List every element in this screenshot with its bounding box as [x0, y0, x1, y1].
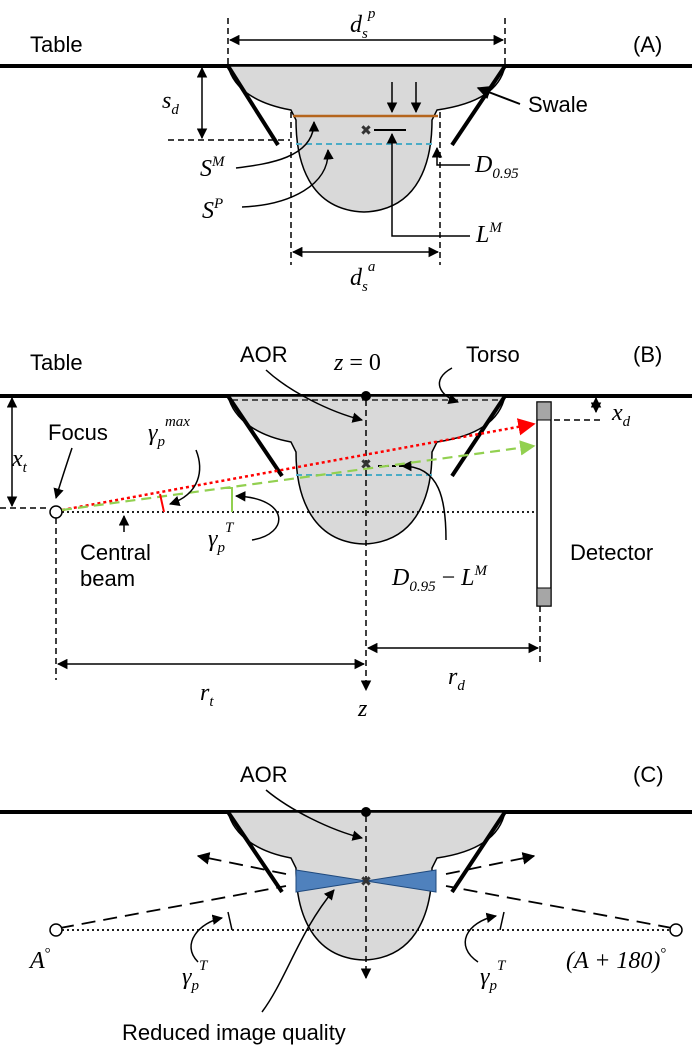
center-marker-c: ✖ [360, 874, 372, 890]
sm-leader [235, 120, 320, 169]
sd-label: sd [162, 88, 179, 118]
swale-label: Swale [528, 92, 588, 117]
swale-edge-right-a [450, 64, 507, 147]
detector-label: Detector [570, 540, 653, 565]
gT-leader-left [190, 914, 224, 963]
sp-label: SP [202, 196, 223, 224]
panel-a: Table (A) dsp sd ✖ dsa S [0, 6, 692, 295]
gT-label-left: γpT [182, 958, 209, 994]
z-axis-label: z [357, 696, 368, 722]
aor-label-c: AOR [240, 762, 288, 787]
dsa-label: dsa [350, 259, 375, 295]
panel-b: Table (B) AOR z = 0 Torso z ✖ xt Foc [0, 342, 692, 722]
reduced-label: Reduced image quality [122, 1020, 346, 1045]
angle-arc-left [227, 911, 233, 931]
aor-label-b: AOR [240, 342, 288, 367]
d95-label: D0.95 [474, 152, 519, 182]
ray-from-a180 [445, 885, 673, 929]
ray-from-a [59, 885, 287, 929]
xd-label: xd [611, 400, 631, 430]
lm-leader [386, 132, 470, 237]
panel-label-c: (C) [633, 762, 664, 787]
panel-label-a: (A) [633, 32, 662, 57]
aor-dot-b [361, 391, 371, 401]
swale-edge-left-c [226, 810, 284, 894]
center-marker-a: ✖ [360, 123, 372, 139]
z0-label: z = 0 [333, 350, 381, 376]
table-label-b: Table [30, 350, 83, 375]
gmax-label: γpmax [148, 414, 190, 450]
gT-leader-right [464, 912, 498, 963]
aor-dot-c [361, 807, 371, 817]
focus-leader [53, 447, 73, 500]
gmax-angle-mark [159, 493, 165, 513]
sm-label: SM [200, 154, 226, 182]
center-marker-b: ✖ [360, 457, 372, 473]
d95lm-leader [400, 460, 447, 541]
gmax-leader [169, 449, 201, 506]
reduced-leader [261, 889, 335, 1013]
detector [536, 401, 552, 607]
gT-label-right: γpT [480, 958, 507, 994]
swale-edge-left-b [226, 394, 284, 478]
rd-label: rd [448, 664, 465, 694]
d95lm-label: D0.95 − LM [391, 563, 489, 595]
detector-bottom-end [536, 587, 552, 607]
central-beam-label-1: Central [80, 540, 151, 565]
swale-edge-left-a [226, 64, 280, 147]
ray-from-a-ext [445, 852, 536, 875]
rt-label: rt [200, 680, 214, 710]
ray-max [61, 418, 536, 512]
table-label-a: Table [30, 32, 83, 57]
gT-leader-b [234, 491, 280, 541]
dsp-label: dsp [350, 6, 376, 42]
source-a180 [669, 923, 683, 937]
d95-leader [431, 146, 470, 166]
swale-arrow [476, 85, 521, 105]
xt-label: xt [11, 446, 28, 476]
torso-shape-a [227, 65, 506, 213]
source-a [49, 923, 63, 937]
gT-angle-mark [225, 487, 233, 512]
focus-label: Focus [48, 420, 108, 445]
lm-label: LM [475, 220, 503, 248]
central-beam-label-2: beam [80, 566, 135, 591]
angle-arc-right [499, 911, 505, 931]
panel-c: (C) AOR ✖ γpT γpT A° (A + 180)° [0, 762, 692, 1045]
panel-label-b: (B) [633, 342, 662, 367]
sp-leader [241, 148, 334, 208]
detector-top-end [536, 401, 552, 421]
swale-edge-right-c [450, 810, 507, 894]
aor-leader-b [265, 369, 364, 423]
aor-leader-c [265, 789, 364, 841]
focus-point [49, 505, 63, 519]
gT-label-b: γpT [208, 520, 235, 556]
ray-from-a180-ext [196, 852, 287, 875]
torso-label: Torso [466, 342, 520, 367]
swale-edge-right-b [450, 394, 507, 478]
a180-label: (A + 180)° [566, 946, 666, 974]
a-deg-label: A° [28, 946, 51, 974]
